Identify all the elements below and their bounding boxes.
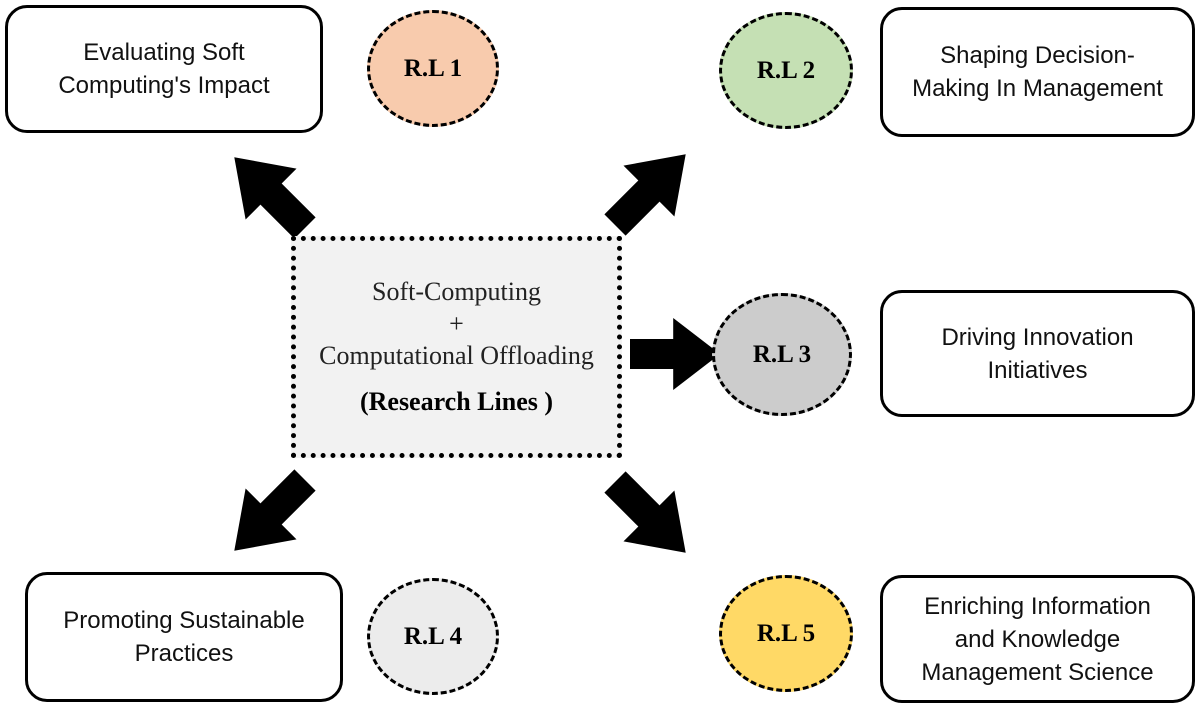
rl3-circle: R.L 3 xyxy=(712,293,852,416)
center-line-2: Computational Offloading xyxy=(319,341,594,370)
center-line-1: Soft-Computing xyxy=(371,277,541,306)
center-box: Soft-Computing + Computational Offloadin… xyxy=(291,236,622,458)
rl4-box-line: Promoting Sustainable xyxy=(63,607,305,634)
rl5-box-line: Enriching Information xyxy=(924,592,1151,620)
center-subtitle: (Research Lines ) xyxy=(359,387,554,416)
rl2-box-line: Making In Management xyxy=(912,75,1163,102)
rl4-label: R.L 4 xyxy=(403,622,463,650)
rl5-label: R.L 5 xyxy=(756,619,816,647)
rl2-label: R.L 2 xyxy=(756,56,816,84)
arrow-to-rl2 xyxy=(589,128,712,251)
arrow-to-rl5 xyxy=(589,456,712,579)
rl1-circle: R.L 1 xyxy=(367,10,499,127)
rl2-circle: R.L 2 xyxy=(719,12,853,129)
rl3-box-line: Driving Innovation xyxy=(941,323,1134,351)
rl4-circle: R.L 4 xyxy=(367,578,499,695)
rl5-circle: R.L 5 xyxy=(719,575,853,692)
rl3-label: R.L 3 xyxy=(752,340,812,368)
rl2-box-line: Shaping Decision- xyxy=(940,42,1135,69)
rl5-box: Enriching Information and Knowledge Mana… xyxy=(880,575,1195,703)
rl3-box-line: Initiatives xyxy=(987,356,1088,384)
center-plus: + xyxy=(449,309,464,338)
rl4-box-line: Practices xyxy=(134,640,234,667)
rl1-box-line: Computing's Impact xyxy=(58,72,270,99)
rl5-box-line: and Knowledge xyxy=(954,625,1121,653)
rl1-label: R.L 1 xyxy=(403,54,463,82)
rl2-box: Shaping Decision- Making In Management xyxy=(880,7,1195,137)
rl1-box: Evaluating Soft Computing's Impact xyxy=(5,5,323,133)
arrow-to-rl4 xyxy=(208,454,331,577)
arrow-to-rl3 xyxy=(630,318,720,390)
rl3-box: Driving Innovation Initiatives xyxy=(880,290,1195,417)
rl1-box-line: Evaluating Soft xyxy=(83,39,245,66)
rl5-box-line: Management Science xyxy=(921,658,1154,686)
rl4-box: Promoting Sustainable Practices xyxy=(25,572,343,702)
